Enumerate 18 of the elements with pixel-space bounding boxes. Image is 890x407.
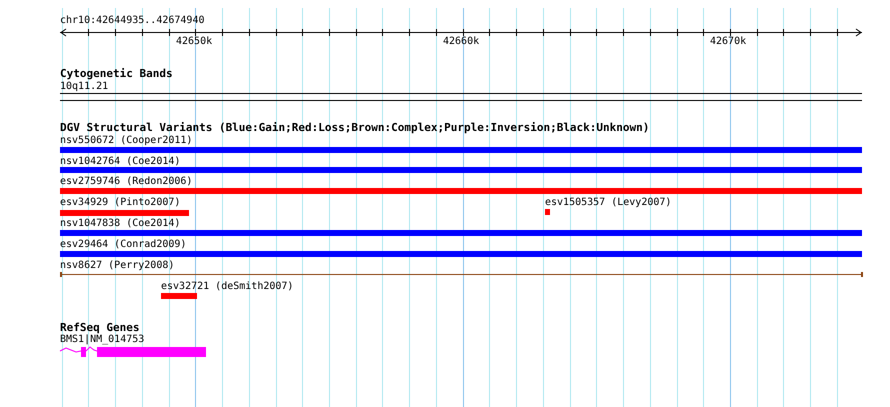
variant-label: esv32721 (deSmith2007) <box>161 281 294 293</box>
variant-label: esv1505357 (Levy2007) <box>545 197 672 209</box>
variant-label: esv29464 (Conrad2009) <box>60 239 186 251</box>
variant-label: nsv550672 (Cooper2011) <box>60 135 192 147</box>
track-heading: Cytogenetic Bands <box>60 68 173 80</box>
gene-label: BMS1|NM_014753 <box>60 334 144 346</box>
variant-label: esv34929 (Pinto2007) <box>60 197 180 209</box>
variant-label: nsv1042764 (Coe2014) <box>60 156 180 168</box>
variant-label: esv2759746 (Redon2006) <box>60 176 192 188</box>
axis-tick-label: 42670k <box>710 36 746 48</box>
axis-tick-label: 42660k <box>443 36 480 48</box>
track-heading: DGV Structural Variants (Blue:Gain;Red:Loss;Brown:Complex;Purple:Inversion;Black:Unknown) <box>60 122 650 134</box>
track-heading: RefSeq Genes <box>60 322 140 334</box>
axis-tick-label: 42650k <box>176 36 212 48</box>
variant-label: nsv1047838 (Coe2014) <box>60 218 180 230</box>
position-title: chr10:42644935..42674940 <box>60 15 204 27</box>
band-label: 10q11.21 <box>60 81 108 93</box>
variant-label: nsv8627 (Perry2008) <box>60 260 174 272</box>
